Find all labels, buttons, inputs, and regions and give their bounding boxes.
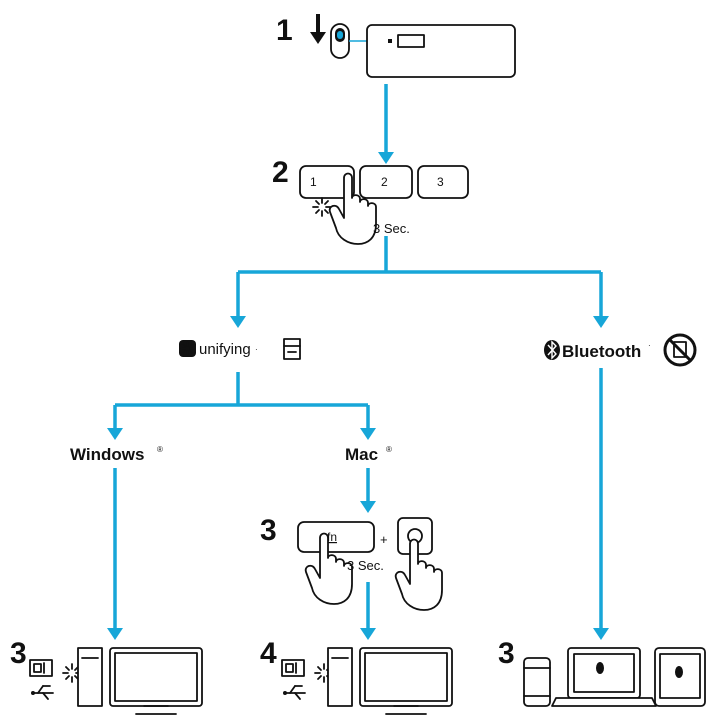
bluetooth-trademark: · <box>648 341 651 350</box>
channel-key-2: 2 <box>359 165 413 199</box>
step-4-mac-number: 4 <box>260 637 277 670</box>
hold-duration-mac: 3 Sec. <box>347 558 384 573</box>
tablet-icon <box>654 647 706 707</box>
svg-text:3: 3 <box>437 175 444 189</box>
keyboard-icon <box>349 24 516 78</box>
unifying-label: unifying <box>199 341 251 358</box>
step-2-number: 2 <box>272 156 289 189</box>
blinking-light-icon <box>312 197 332 217</box>
phone-icon <box>523 657 551 707</box>
step-3-mac-number: 3 <box>260 514 277 547</box>
unifying-trademark: · <box>255 345 258 354</box>
windows-registered: ® <box>157 445 163 454</box>
unifying-logo-icon <box>179 340 196 357</box>
step-3-bluetooth-number: 3 <box>498 637 515 670</box>
desktop-computer-icon <box>327 647 453 715</box>
fn-key: fn <box>297 521 375 553</box>
svg-text:fn: fn <box>327 530 337 544</box>
unifying-receiver-icon <box>283 338 301 360</box>
bluetooth-logo-icon <box>544 340 560 360</box>
desktop-computer-icon <box>77 647 203 715</box>
down-arrow-icon <box>310 14 326 44</box>
no-receiver-icon <box>663 333 697 367</box>
power-switch-icon <box>330 23 350 59</box>
windows-label: Windows <box>70 445 144 464</box>
plus-sign: + <box>380 532 388 547</box>
laptop-icon <box>551 647 657 707</box>
flow-lines <box>107 84 609 640</box>
mac-label: Mac <box>345 445 378 464</box>
mac-pairing-key <box>397 517 433 555</box>
hold-duration-top: 3 Sec. <box>373 221 410 236</box>
mac-registered: ® <box>386 445 392 454</box>
svg-text:1: 1 <box>310 175 317 189</box>
svg-text:2: 2 <box>381 175 388 189</box>
channel-key-3: 3 <box>417 165 469 199</box>
channel-key-1: 1 <box>299 165 355 199</box>
step-1-number: 1 <box>276 14 293 47</box>
bluetooth-label: Bluetooth <box>562 342 641 361</box>
usb-receiver-icon <box>281 659 306 700</box>
step-3-windows-number: 3 <box>10 637 27 670</box>
usb-receiver-icon <box>29 659 54 700</box>
